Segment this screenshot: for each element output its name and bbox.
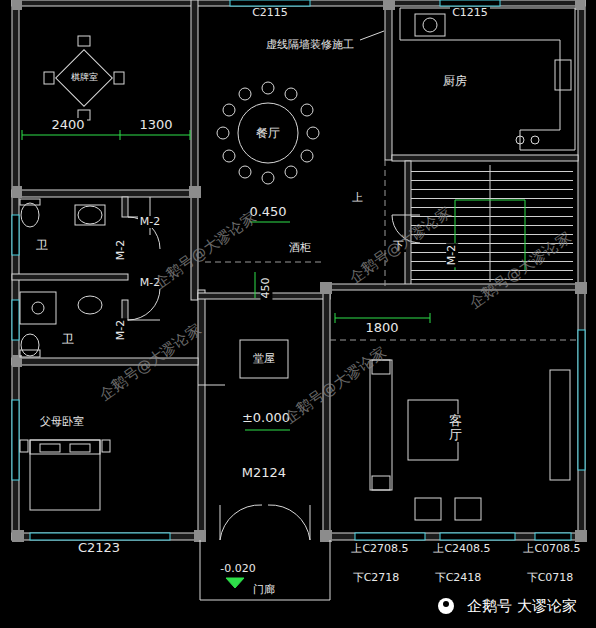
- stair-arrow: [455, 200, 525, 270]
- plan-label: M-2: [446, 243, 458, 267]
- plan-label: 1300: [137, 118, 174, 132]
- plan-label: 下C2418: [433, 572, 484, 584]
- bathroom-fixtures: [20, 199, 105, 357]
- plan-label: 酒柜: [287, 242, 313, 254]
- plan-label: 门廊: [251, 584, 277, 596]
- plan-label: 1800: [363, 321, 400, 335]
- plan-label: 虚线隔墙装修施工: [264, 39, 356, 51]
- walls: [12, 0, 585, 540]
- plan-label: 2400: [49, 118, 86, 132]
- plan-label: 厨房: [441, 75, 469, 88]
- leader-line: [360, 31, 384, 40]
- plan-label: 父母卧室: [38, 416, 86, 428]
- windows: [12, 0, 585, 540]
- plan-label: M-2: [115, 318, 127, 342]
- plan-label: 餐厅: [254, 127, 282, 140]
- dimension-lines: [22, 130, 430, 430]
- plan-label: 卫: [60, 333, 76, 346]
- plan-label: -0.020: [218, 563, 257, 575]
- plan-label: 堂屋: [251, 353, 277, 365]
- plan-label: M-2: [138, 216, 162, 228]
- doors: [128, 197, 420, 540]
- plan-label: C2123: [76, 541, 122, 555]
- dashed-partition: [205, 160, 578, 340]
- plan-label: 上C2408.5: [431, 543, 492, 555]
- plan-label: C2115: [250, 7, 290, 19]
- bed: [20, 440, 110, 510]
- plan-label: M-2: [115, 238, 127, 262]
- kitchen-fixtures: [400, 8, 575, 150]
- plan-label: 上C2708.5: [349, 543, 410, 555]
- dining-table: [217, 82, 319, 184]
- columns: [12, 0, 587, 542]
- plan-label: 棋牌室: [69, 73, 100, 83]
- logo-icon: [438, 598, 454, 614]
- plan-label: 下C2718: [351, 572, 402, 584]
- plan-label: 卫: [34, 239, 50, 252]
- stair-rail: [490, 165, 491, 282]
- watermark: 企鹅号@大谬论家: [149, 208, 260, 293]
- card-table: [44, 36, 124, 120]
- porch: [200, 540, 330, 600]
- plan-label: 下C0718: [525, 572, 576, 584]
- plan-label: 450: [260, 276, 272, 301]
- hall-furniture: [240, 340, 288, 378]
- plan-label: 上: [350, 192, 365, 204]
- plan-label: C1215: [450, 7, 490, 19]
- plan-label: 上C0708.5: [521, 543, 582, 555]
- plan-label: 客厅: [447, 414, 464, 443]
- plan-label: 企鹅号 大谬论家: [465, 598, 579, 615]
- plan-label: M2124: [240, 466, 288, 480]
- living-furniture: [370, 360, 570, 520]
- watermark: 企鹅号@大谬论家: [279, 343, 390, 428]
